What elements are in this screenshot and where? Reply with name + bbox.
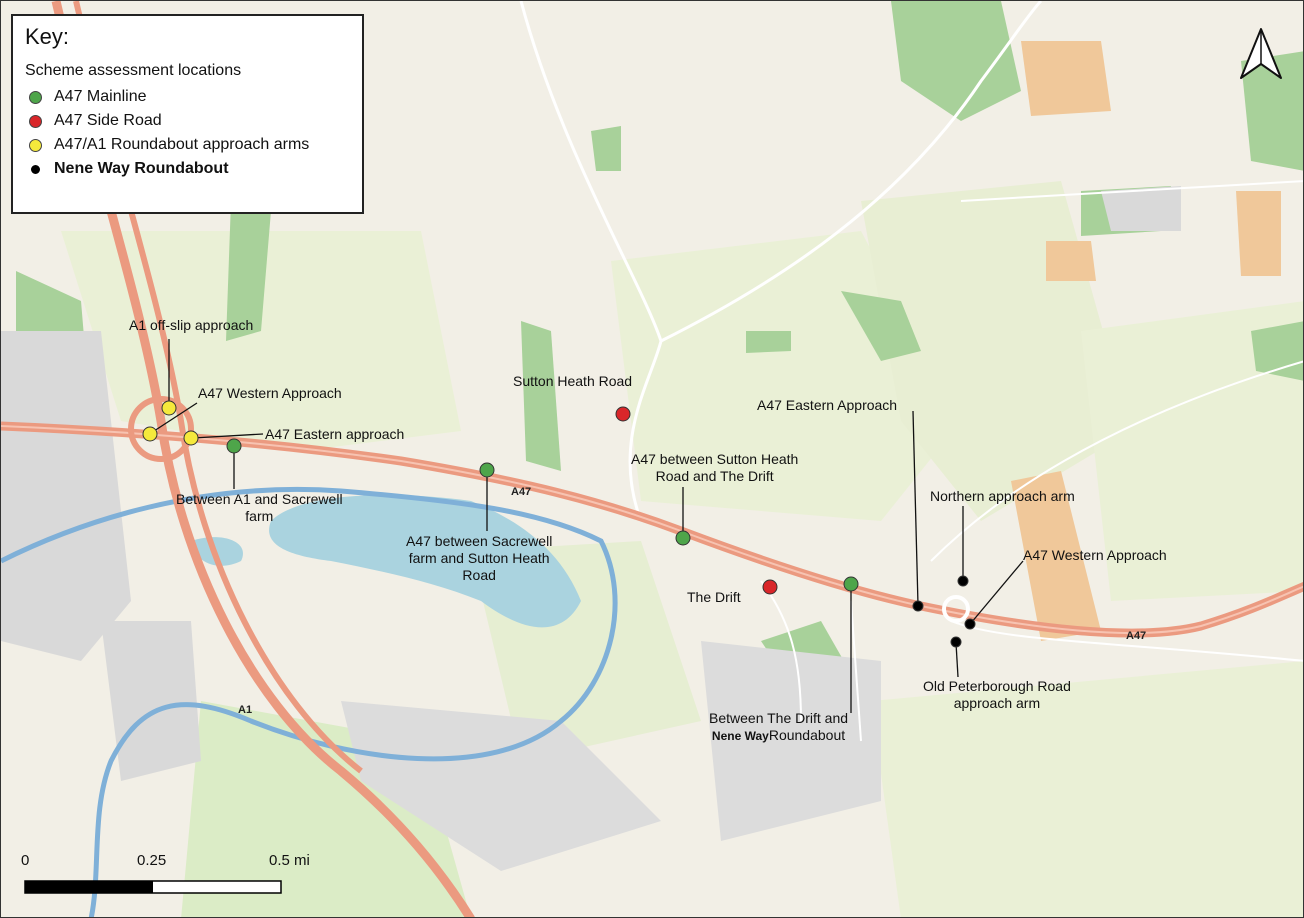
label-a47-eastern-approach-nene: A47 Eastern Approach <box>757 397 898 413</box>
legend-item-a47-mainline: A47 Mainline <box>25 86 350 108</box>
urban-area <box>1101 186 1181 231</box>
minor-road <box>660 1 1043 343</box>
label-old-peterborough-road-approach-arm: Old Peterborough Road approach arm <box>923 678 1071 711</box>
river <box>1 486 618 917</box>
wood-area <box>841 291 921 361</box>
label-a1-offslip-approach: A1 off-slip approach <box>129 317 254 333</box>
farm-area <box>1021 41 1111 116</box>
label-between-drift-and-nene-way: Between The Drift and Nene WayRoundabout <box>709 710 849 743</box>
minor-road <box>960 180 1303 202</box>
label-a47-between-sutton-heath-and-drift: A47 between Sutton Heath Road and The Dr… <box>631 451 799 484</box>
legend-item-roundabout-approach-arms: A47/A1 Roundabout approach arms <box>25 134 350 156</box>
label-sutton-heath-road: Sutton Heath Road <box>513 373 633 389</box>
label-the-drift: The Drift <box>687 589 741 605</box>
farm-area <box>1011 471 1101 641</box>
minor-road <box>850 600 862 742</box>
map-legend: Key: Scheme assessment locations A47 Mai… <box>11 14 364 214</box>
scale-label-025: 0.25 <box>137 852 167 869</box>
wood-area <box>591 126 621 171</box>
markers <box>142 400 976 648</box>
leader-lines <box>150 339 1024 713</box>
wood-area <box>746 331 791 353</box>
wood-area <box>1241 51 1303 171</box>
field-area <box>871 661 1303 917</box>
label-northern-approach-arm: Northern approach arm <box>930 488 1075 504</box>
north-arrow-icon <box>1240 28 1282 79</box>
legend-item-nene-way-roundabout: Nene Way Roundabout <box>25 158 350 180</box>
scale-bar-segment <box>25 881 153 893</box>
red-dot-icon <box>29 114 42 128</box>
wood-area <box>891 1 1021 121</box>
minor-road <box>930 360 1303 562</box>
lake <box>269 495 581 628</box>
road-label-a1: A1 <box>238 704 253 716</box>
black-dot-icon <box>31 164 40 174</box>
scale-label-05: 0.5 mi <box>269 852 310 869</box>
farm-area <box>1046 241 1096 281</box>
label-a47-western-approach: A47 Western Approach <box>198 385 342 401</box>
farm-area <box>1236 191 1281 276</box>
minor-road <box>760 580 802 722</box>
label-a47-western-approach-nene: A47 Western Approach <box>1023 547 1167 563</box>
label-a47-eastern-approach: A47 Eastern approach <box>265 426 405 442</box>
legend-title: Key: <box>25 24 70 49</box>
road-label-a47: A47 <box>1126 630 1147 642</box>
minor-road <box>519 1 663 522</box>
legend-item-a47-side-road: A47 Side Road <box>25 110 350 132</box>
a47-road-centre <box>1 425 1303 635</box>
yellow-dot-icon <box>29 138 42 152</box>
wood-area <box>226 201 271 341</box>
field-area <box>1081 301 1303 601</box>
green-dot-icon <box>29 90 42 104</box>
nene-way-roundabout <box>942 595 970 623</box>
urban-area <box>101 621 201 781</box>
label-between-a1-and-sacrewell: Between A1 and Sacrewell farm <box>176 491 343 524</box>
scale-label-0: 0 <box>21 852 30 869</box>
a47-a1-roundabout <box>128 396 194 462</box>
label-a47-between-sacrewell-and-sutton-heath: A47 between Sacrewell farm and Sutton He… <box>406 533 553 583</box>
wood-area <box>521 321 561 471</box>
urban-area <box>341 701 661 871</box>
urban-area <box>1 331 131 661</box>
urban-area <box>701 641 881 841</box>
road-label-a47: A47 <box>511 486 532 498</box>
legend-subtitle: Scheme assessment locations <box>25 62 242 79</box>
